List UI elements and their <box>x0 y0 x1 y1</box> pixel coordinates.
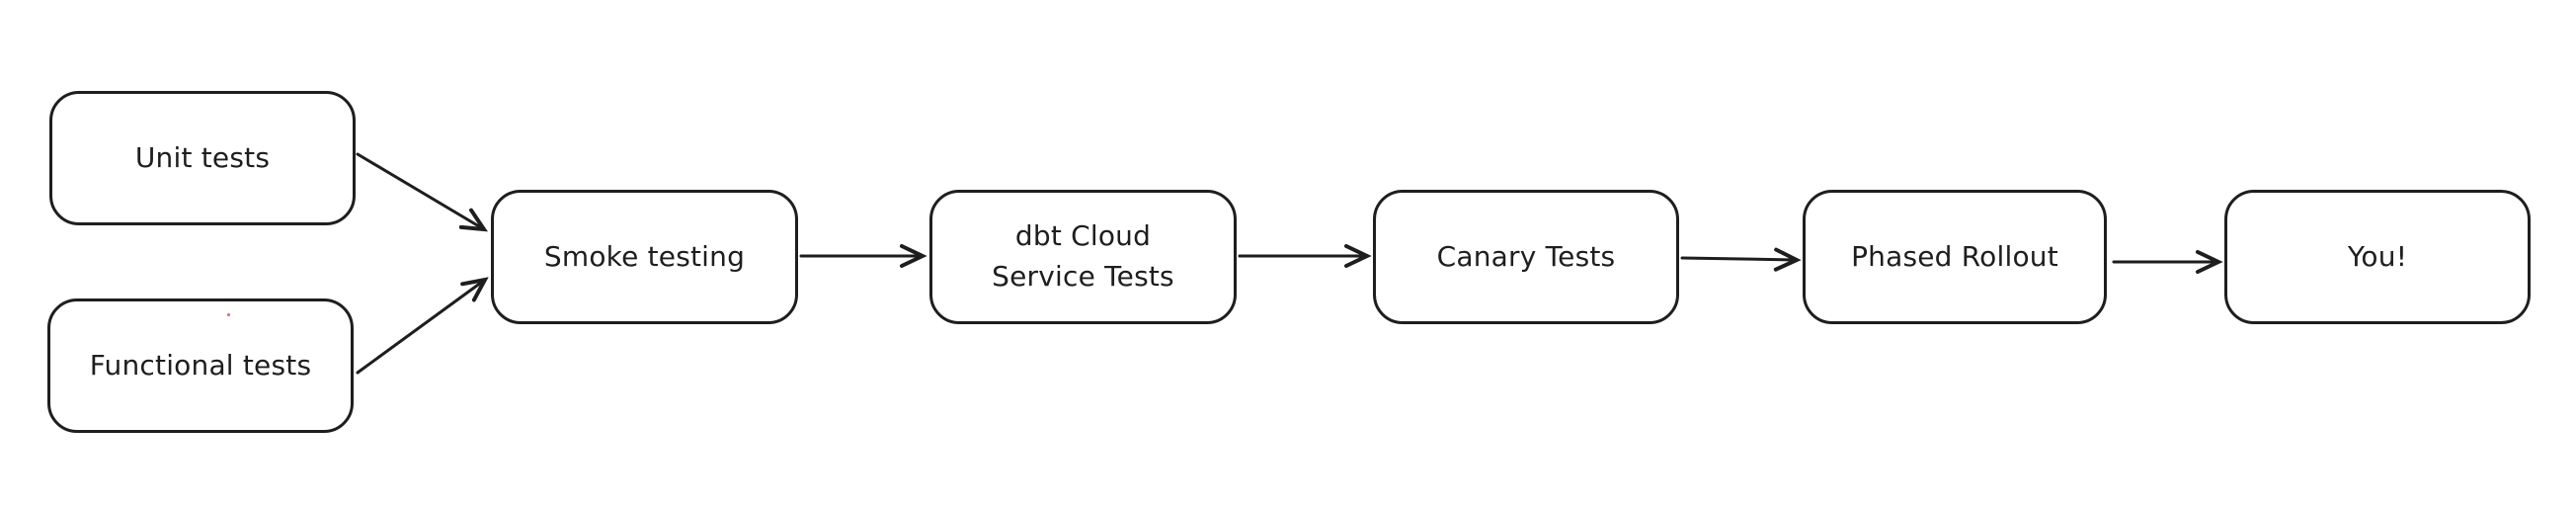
node-phased-rollout: Phased Rollout <box>1803 190 2107 324</box>
node-dbt-cloud-service-tests-label: dbt Cloud Service Tests <box>992 219 1174 293</box>
node-functional-tests: Functional tests <box>47 298 354 433</box>
node-dbt-cloud-service-tests: dbt Cloud Service Tests <box>929 190 1237 324</box>
node-phased-rollout-label: Phased Rollout <box>1851 239 2058 273</box>
node-you-label: You! <box>2347 239 2408 273</box>
node-functional-tests-label: Functional tests <box>89 348 312 382</box>
stray-red-dot <box>227 313 230 316</box>
node-canary-tests: Canary Tests <box>1373 190 1679 324</box>
node-unit-tests-label: Unit tests <box>134 140 271 174</box>
node-canary-tests-label: Canary Tests <box>1436 239 1616 273</box>
arrow-unit-tests-to-smoke-testing <box>356 152 488 232</box>
node-smoke-testing: Smoke testing <box>491 190 798 324</box>
arrow-functional-tests-to-smoke-testing <box>356 277 489 375</box>
node-unit-tests: Unit tests <box>49 91 356 225</box>
node-smoke-testing-label: Smoke testing <box>543 239 746 273</box>
arrow-canary-tests-to-phased-rollout <box>1680 247 1802 272</box>
node-you: You! <box>2224 190 2531 324</box>
